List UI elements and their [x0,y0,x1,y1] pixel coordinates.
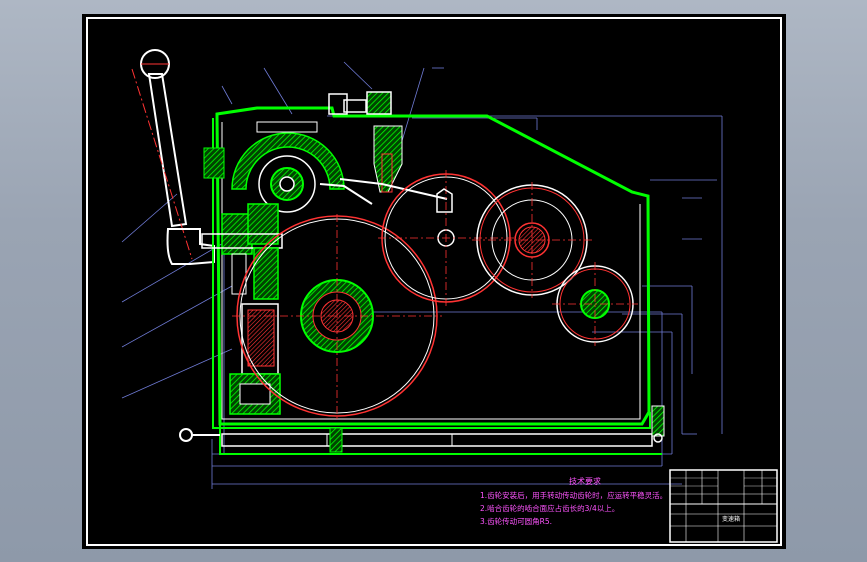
technical-requirements: 技术要求 1.齿轮安装后，用手转动传动齿轮时，应运转平稳灵活。 2.啮合齿轮的啮… [480,476,670,528]
technical-requirement-1: 1.齿轮安装后，用手转动传动齿轮时，应运转平稳灵活。 [480,491,668,500]
technical-requirements-title: 技术要求 [569,477,601,486]
gearbox-assembly-drawing: 变速箱 [86,17,782,546]
output-gear [552,262,638,346]
crank-handle [131,49,215,265]
title-block-name: 变速箱 [722,515,740,523]
intermediate-gear [378,170,514,306]
technical-requirement-3: 3.齿轮传动可圆角R5. [480,517,553,526]
upper-right-gear [472,182,592,298]
large-gear [232,214,442,419]
drawing-sheet: 变速箱 技术要求 1.齿轮安装后，用手转动传动齿轮时，应运转平稳灵活。 2.啮合… [82,14,786,549]
drawing-frame [86,17,782,546]
input-shaft-cover [203,121,448,213]
technical-requirement-2: 2.啮合齿轮的啮合面应占齿长的3/4以上。 [480,504,620,513]
title-block [669,469,778,543]
gearbox-housing [179,91,665,455]
